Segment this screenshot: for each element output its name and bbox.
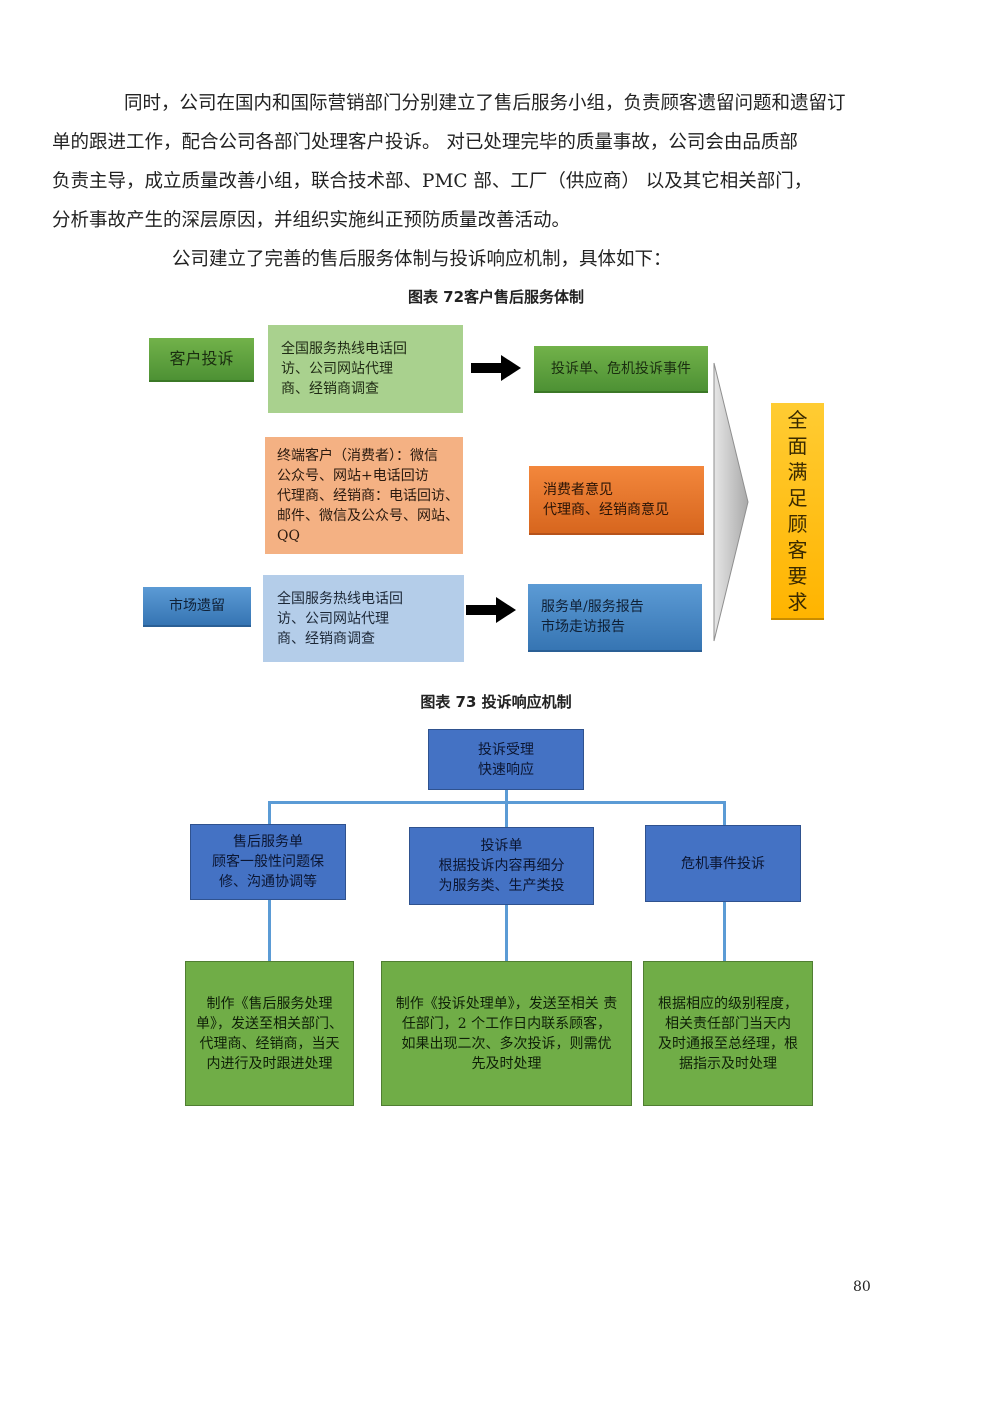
arrow-right-icon <box>471 355 521 381</box>
text-line: 制作《售后服务处理 <box>206 995 333 1012</box>
complaint-handling-text: 制作《投诉处理单》，发送至相关 责 任部门，2 个工作日内联系顾客， 如果出现二… <box>396 994 617 1074</box>
service-report-box: 服务单/服务报告 市场走访报告 <box>528 584 702 652</box>
text-line: 根据投诉内容再细分 <box>438 858 565 874</box>
text-line: 制作《投诉处理单》，发送至相关 责 <box>395 995 618 1012</box>
channels-market-text: 全国服务热线电话回 访、公司网站代理 商、经销商调查 <box>277 589 403 649</box>
text-line: 投诉单 <box>480 838 523 854</box>
connector-line <box>268 899 271 962</box>
text-line: 服务单/服务报告 <box>541 599 644 615</box>
goal-char: 要 <box>787 563 808 588</box>
opinions-text: 消费者意见 代理商、经销商意见 <box>543 480 669 520</box>
crisis-complaint-box: 危机事件投诉 <box>645 825 801 902</box>
connector-line <box>723 801 726 826</box>
text-line: 修、沟通协调等 <box>219 874 317 890</box>
goal-char: 满 <box>787 459 808 484</box>
mechanism-intro-paragraph: 公司建立了完善的售后服务体制与投诉响应机制，具体如下： <box>172 249 672 270</box>
goal-char: 足 <box>787 485 808 510</box>
text-line: 据指示及时处理 <box>679 1055 777 1072</box>
goal-char: 面 <box>787 433 808 458</box>
text-line: 代理商、经销商：电话回访、 <box>277 487 459 504</box>
customer-complaint-box: 客户投诉 <box>149 338 254 382</box>
figure-73-caption: 图表 73 投诉响应机制 <box>420 693 572 711</box>
after-sales-handling-box: 制作《售后服务处理 单》，发送至相关部门、 代理商、经销商，当天 内进行及时跟进… <box>185 961 354 1106</box>
text-line: 内进行及时跟进处理 <box>206 1055 333 1072</box>
text-line: 公众号、网站+电话回访 <box>277 467 429 484</box>
connector-line <box>505 789 508 803</box>
text-line: 全国服务热线电话回 <box>281 341 407 357</box>
text-line: 全国服务热线电话回 <box>277 590 403 607</box>
text-line: 邮件、微信及公众号、网站、 <box>277 507 459 524</box>
text-line: 先及时处理 <box>471 1055 542 1072</box>
text-line: 代理商、经销商，当天 <box>199 1035 340 1052</box>
text-line: 终端客户（消费者）：微信 <box>277 447 438 464</box>
text-line: 快速响应 <box>478 761 534 778</box>
text-line: 根据相应的级别程度， <box>658 995 798 1012</box>
after-sales-order-box: 售后服务单 顾客一般性问题保 修、沟通协调等 <box>190 824 346 900</box>
channels-market-box: 全国服务热线电话回 访、公司网站代理 商、经销商调查 <box>263 575 464 662</box>
crisis-handling-box: 根据相应的级别程度， 相关责任部门当天内 及时通报至总经理，根 据指示及时处理 <box>643 961 813 1106</box>
text-line: 访、公司网站代理 <box>281 361 393 377</box>
figure-72-caption: 图表 72客户售后服务体制 <box>407 288 585 306</box>
text-line: 消费者意见 <box>543 481 613 498</box>
feedback-channels-box: 终端客户（消费者）：微信 公众号、网站+电话回访 代理商、经销商：电话回访、 邮… <box>265 437 463 554</box>
text-line: 商、经销商调查 <box>281 381 379 397</box>
satisfy-customer-box: 全 面 满 足 顾 客 要 求 <box>771 403 824 620</box>
text-line: 为服务类、生产类投 <box>438 878 565 894</box>
text-line: 商、经销商调查 <box>277 630 375 647</box>
text-line: 市场走访报告 <box>541 619 625 635</box>
intro-line-3: 负责主导，成立质量改善小组，联合技术部、PMC 部、工厂（供应商） 以及其它相关… <box>52 171 813 192</box>
goal-char: 顾 <box>787 511 808 536</box>
text-line: 单》，发送至相关部门、 <box>196 1015 343 1032</box>
text-line: QQ <box>277 527 300 544</box>
opinions-box: 消费者意见 代理商、经销商意见 <box>529 466 704 535</box>
connector-line <box>268 801 271 825</box>
crisis-handling-text: 根据相应的级别程度， 相关责任部门当天内 及时通报至总经理，根 据指示及时处理 <box>658 994 798 1074</box>
after-sales-handling-text: 制作《售后服务处理 单》，发送至相关部门、 代理商、经销商，当天 内进行及时跟进… <box>196 994 343 1074</box>
intro-line-2: 单的跟进工作，配合公司各部门处理客户投诉。 对已处理完毕的质量事故，公司会由品质… <box>52 132 798 153</box>
text-line: 顾客一般性问题保 <box>212 854 324 870</box>
feedback-channels-text: 终端客户（消费者）：微信 公众号、网站+电话回访 代理商、经销商：电话回访、 邮… <box>277 446 459 546</box>
connector-line <box>505 904 508 962</box>
channels-complaint-box: 全国服务热线电话回 访、公司网站代理 商、经销商调查 <box>268 325 463 413</box>
complaint-acceptance-text: 投诉受理 快速响应 <box>478 740 534 780</box>
goal-char: 客 <box>787 537 808 562</box>
chevron-right-icon <box>713 362 749 642</box>
goal-char: 求 <box>787 589 808 614</box>
complaint-order-text: 投诉单 根据投诉内容再细分 为服务类、生产类投 <box>439 836 565 896</box>
complaint-order-box: 投诉单 根据投诉内容再细分 为服务类、生产类投 <box>409 827 594 905</box>
channels-complaint-text: 全国服务热线电话回 访、公司网站代理 商、经销商调查 <box>281 339 407 399</box>
arrow-right-icon <box>466 597 516 623</box>
after-sales-order-text: 售后服务单 顾客一般性问题保 修、沟通协调等 <box>212 832 324 892</box>
text-line: 及时通报至总经理，根 <box>658 1035 798 1052</box>
complaint-handling-box: 制作《投诉处理单》，发送至相关 责 任部门，2 个工作日内联系顾客， 如果出现二… <box>381 961 632 1106</box>
goal-char: 全 <box>787 407 808 432</box>
page-number: 80 <box>853 1279 871 1295</box>
text-line: 售后服务单 <box>233 834 303 850</box>
text-line: 投诉受理 <box>478 741 534 758</box>
intro-line-4: 分析事故产生的深层原因，并组织实施纠正预防质量改善活动。 <box>52 210 571 231</box>
connector-line <box>268 801 726 804</box>
connector-line <box>723 901 726 962</box>
intro-paragraph: 同时，公司在国内和国际营销部门分别建立了售后服务小组，负责顾客遗留问题和遗留订 … <box>52 84 898 240</box>
connector-line <box>505 801 508 828</box>
text-line: 相关责任部门当天内 <box>665 1015 791 1032</box>
text-line: 访、公司网站代理 <box>277 610 389 627</box>
intro-line-1: 同时，公司在国内和国际营销部门分别建立了售后服务小组，负责顾客遗留问题和遗留订 <box>124 93 846 114</box>
complaint-acceptance-box: 投诉受理 快速响应 <box>428 729 584 790</box>
text-line: 代理商、经销商意见 <box>543 501 669 518</box>
text-line: 如果出现二次、多次投诉，则需优 <box>401 1035 612 1052</box>
complaint-form-box: 投诉单、危机投诉事件 <box>534 346 708 393</box>
market-legacy-box: 市场遗留 <box>143 587 251 627</box>
service-report-text: 服务单/服务报告 市场走访报告 <box>541 597 644 637</box>
text-line: 任部门，2 个工作日内联系顾客， <box>401 1015 612 1032</box>
